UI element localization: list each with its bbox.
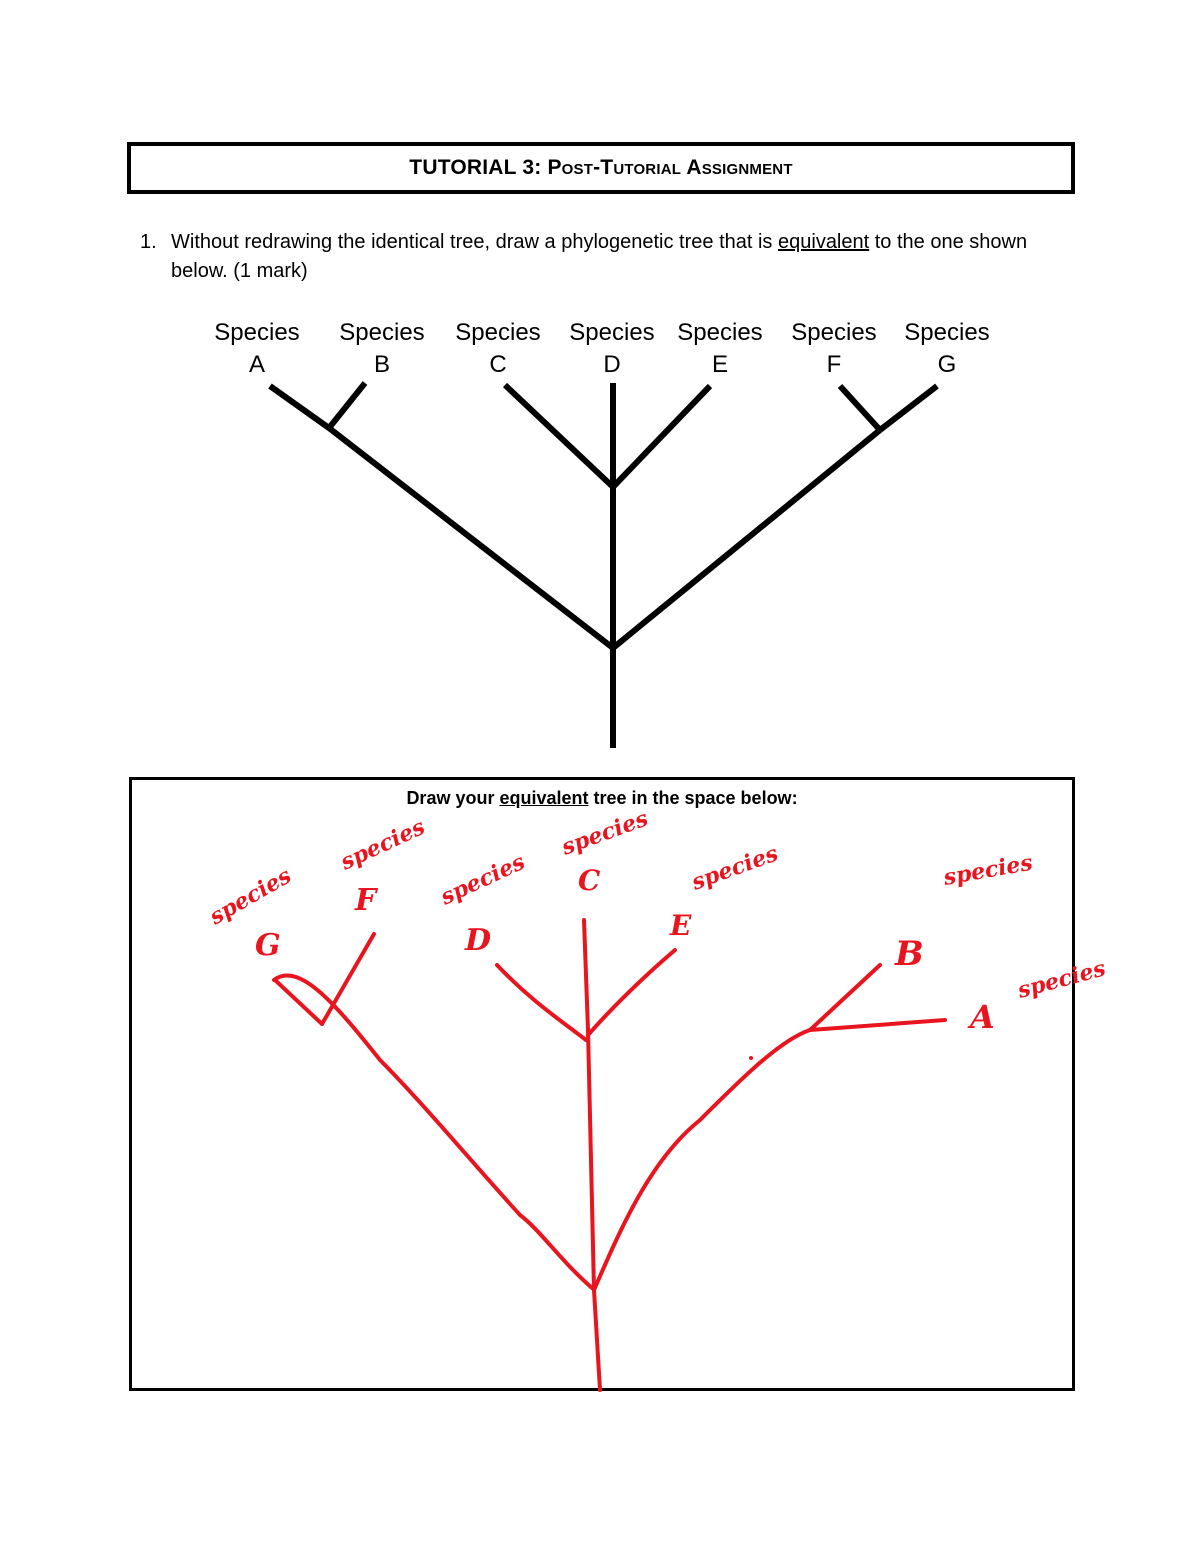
hw-e-branch [586, 948, 677, 1037]
species-word-b: Species [339, 319, 424, 346]
species-word-g: Species [904, 319, 989, 346]
species-word-d: Species [569, 319, 654, 346]
page-title: TUTORIAL 3: Post-Tutorial Assignment [409, 156, 792, 180]
answer-prompt-before: Draw your [406, 788, 500, 808]
reference-phylogenetic-tree: Species A Species B Species C Species D … [214, 319, 990, 748]
species-label-b: B [374, 351, 390, 378]
species-labels: Species A Species B Species C Species D … [214, 319, 989, 378]
hw-a-branch [808, 1018, 947, 1032]
branch-g [878, 383, 939, 433]
question-text-after: to the one shown below. (1 mark) [171, 231, 1028, 282]
hw-species-word-a: species [1014, 955, 1109, 1004]
branch-b [326, 381, 368, 430]
species-word-c: Species [455, 319, 540, 346]
answer-prompt: Draw your equivalent tree in the space b… [132, 788, 1072, 809]
answer-prompt-after: tree in the space below: [588, 788, 798, 808]
branch-e [610, 383, 713, 490]
hw-g-branch [273, 978, 324, 1026]
branch-fg-clade [611, 427, 882, 651]
hw-label-e: E [669, 909, 692, 942]
hw-species-word-g: species [204, 863, 296, 931]
branch-a [268, 383, 331, 431]
branch-f [837, 383, 883, 433]
species-label-d: D [603, 351, 620, 378]
answer-prompt-emphasis: equivalent [499, 788, 589, 808]
tree-branches [268, 381, 939, 748]
answer-drawing-area[interactable]: Draw your equivalent tree in the space b… [129, 777, 1075, 1391]
handwritten-branches [272, 918, 947, 1392]
question-number: 1. [140, 231, 157, 253]
hw-species-word-f: species [336, 814, 429, 876]
species-label-e: E [712, 351, 728, 378]
species-word-e: Species [677, 319, 762, 346]
hw-label-b: B [894, 934, 924, 974]
title-main: TUTORIAL 3: [409, 156, 542, 179]
species-word-a: Species [214, 319, 299, 346]
title-banner: TUTORIAL 3: Post-Tutorial Assignment [127, 142, 1075, 194]
hw-ba-clade-branch [592, 1028, 812, 1292]
hw-gf-clade-branch [272, 973, 594, 1290]
hw-d-branch [495, 963, 588, 1042]
branch-ab-clade [327, 425, 615, 651]
hw-label-d: D [464, 923, 491, 958]
question-text-before: Without redrawing the identical tree, dr… [171, 231, 778, 253]
hw-species-word-e: species [687, 840, 781, 896]
species-word-f: Species [791, 319, 876, 346]
branch-c [502, 382, 616, 490]
hw-species-word-d: species [436, 849, 529, 911]
hw-species-word-b: species [941, 850, 1035, 891]
hw-label-f: F [354, 883, 379, 918]
hw-f-branch [320, 932, 376, 1026]
hw-stray-dot [749, 1056, 753, 1060]
hw-root-and-c-branch [582, 918, 602, 1392]
hw-b-branch [808, 963, 882, 1032]
question-text: Without redrawing the identical tree, dr… [171, 228, 1060, 286]
question-1: 1. Without redrawing the identical tree,… [140, 228, 1060, 286]
hw-species-word-c: species [557, 805, 651, 861]
species-label-f: F [827, 351, 842, 378]
question-emphasis: equivalent [778, 231, 870, 253]
hw-label-c: C [578, 864, 601, 897]
hw-label-a: A [967, 998, 995, 1036]
species-label-c: C [489, 351, 506, 378]
handwritten-labels: species G species F species D species C … [204, 805, 1108, 1060]
hw-label-g: G [255, 928, 281, 963]
species-label-g: G [938, 351, 957, 378]
species-label-a: A [249, 351, 265, 378]
title-sub: Post-Tutorial Assignment [547, 156, 793, 179]
